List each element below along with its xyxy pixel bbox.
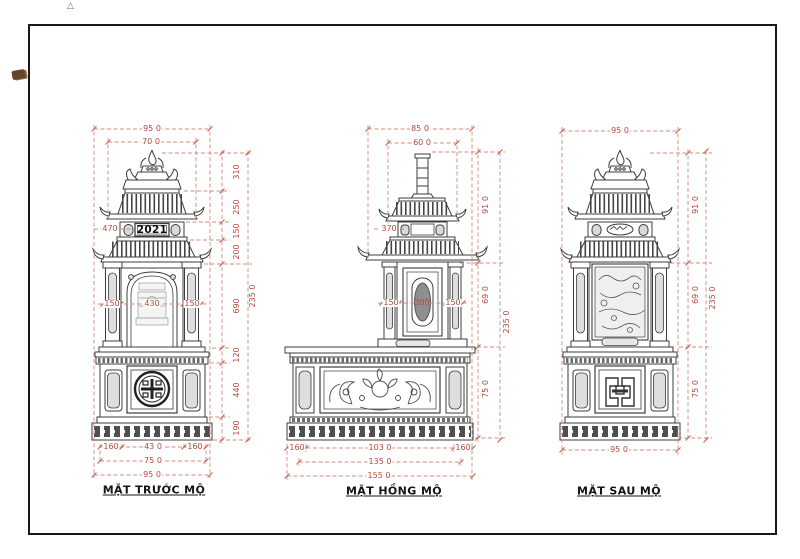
dim-front-bot-center: 43 0 (143, 442, 163, 451)
dim-side-width-bottom: 155 0 (366, 471, 392, 480)
dim-side-width-top: 85 0 (410, 124, 430, 133)
dim-front-width-top: 95 0 (142, 124, 162, 133)
dim-front-seg-150: 150 (232, 222, 241, 240)
dim-side-width-mid-bottom: 135 0 (367, 457, 393, 466)
dim-side-bot-left: 160 (288, 443, 306, 452)
registration-mark: △ (67, 1, 74, 11)
dim-side-bot-right: 160 (454, 443, 472, 452)
dim-side-bot-center: 103 0 (367, 443, 393, 452)
back-view-drawing (560, 150, 680, 440)
dim-front-mid-right: 150 (183, 299, 201, 308)
dim-front-bot-left: 160 (102, 442, 120, 451)
dim-side-mid-center: 300 (414, 298, 430, 307)
dim-back-width-bottom: 95 0 (609, 445, 629, 454)
dim-side-band: 370 (380, 224, 398, 233)
dim-front-seg-310: 310 (232, 163, 241, 181)
dim-front-seg-440: 440 (232, 381, 241, 399)
dim-front-width-roof: 70 0 (141, 137, 161, 146)
dim-front-seg-190: 190 (232, 419, 241, 437)
dim-front-seg-120: 120 (232, 346, 241, 364)
dim-front-width-pedestal: 75 0 (143, 456, 163, 465)
dim-front-mid-center: 430 (143, 299, 161, 308)
dim-front-width-bottom: 95 0 (142, 470, 162, 479)
dim-side-seg-750: 75 0 (481, 379, 490, 399)
cloud-carving (598, 275, 646, 333)
dim-back-width-top: 95 0 (610, 126, 630, 135)
dim-front-seg-250: 250 (232, 198, 241, 216)
dim-front-seg-200: 200 (232, 243, 241, 261)
view-label-front: MẶT TRƯỚC MỘ (102, 483, 206, 497)
dim-side-seg-690: 69 0 (481, 285, 490, 305)
dim-front-band: 470 (101, 224, 119, 233)
dimension-lines-back (561, 127, 712, 455)
dim-front-mid-left: 150 (103, 299, 121, 308)
dim-side-width-tower: 60 0 (412, 138, 432, 147)
dim-back-seg-690: 69 0 (691, 285, 700, 305)
view-label-side: MẶT HỒNG MỘ (345, 484, 443, 498)
dim-back-seg-750: 75 0 (691, 379, 700, 399)
dim-front-bot-right: 160 (186, 442, 204, 451)
dimension-ticks-side (284, 126, 503, 479)
dim-side-seg-910: 91 0 (481, 195, 490, 215)
dim-back-seg-910: 91 0 (691, 195, 700, 215)
dimension-ticks-back (559, 128, 709, 453)
front-year-plaque: 2021 (136, 223, 168, 236)
dim-front-height-total: 235 0 (248, 283, 257, 309)
floral-carving (329, 368, 431, 411)
dim-side-height-total: 235 0 (502, 309, 511, 335)
view-label-back: MẶT SAU MỘ (577, 484, 661, 498)
dimension-ticks-front (91, 126, 251, 478)
dim-side-mid-left: 150 (382, 298, 400, 307)
dim-back-height-total: 235 0 (708, 285, 717, 311)
dim-front-seg-690: 690 (232, 297, 241, 315)
sheet-border (28, 24, 777, 535)
dim-side-mid-right: 150 (444, 298, 462, 307)
front-view-drawing (92, 150, 212, 440)
side-view-drawing (284, 153, 488, 441)
